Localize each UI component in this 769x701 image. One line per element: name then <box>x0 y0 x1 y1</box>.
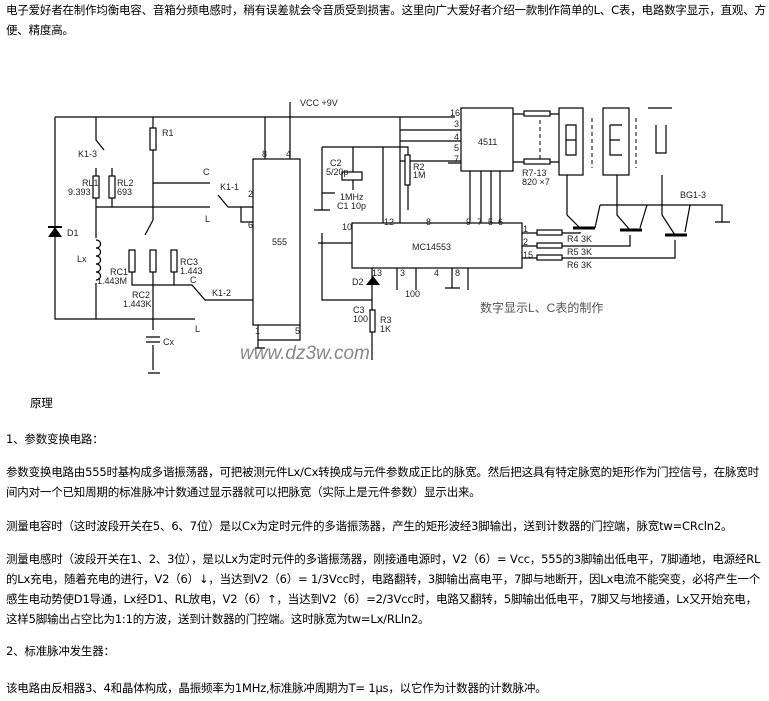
svg-text:100: 100 <box>405 289 420 299</box>
svg-text:Lx: Lx <box>77 254 87 264</box>
svg-text:R3: R3 <box>380 315 392 325</box>
svg-text:C: C <box>203 167 210 177</box>
svg-text:8: 8 <box>455 268 460 278</box>
svg-text:K1-3: K1-3 <box>78 149 97 159</box>
svg-text:1M: 1M <box>413 170 426 180</box>
svg-text:9.393: 9.393 <box>68 187 91 197</box>
svg-text:2: 2 <box>248 189 253 199</box>
section-1-paragraph-1: 参数变换电路由555时基构成多谐振荡器，可把被测元件Lx/Cx转换成与元件参数成… <box>6 465 759 499</box>
seven-segment-displays <box>539 107 672 176</box>
svg-text:4: 4 <box>434 268 439 278</box>
svg-text:R7-13: R7-13 <box>522 168 547 178</box>
svg-text:BG1-3: BG1-3 <box>680 190 706 200</box>
svg-text:1.443: 1.443 <box>180 266 203 276</box>
svg-text:1.443M: 1.443M <box>97 276 127 286</box>
svg-text:1.443K: 1.443K <box>123 299 152 309</box>
svg-text:RC2: RC2 <box>132 290 150 300</box>
svg-text:5: 5 <box>488 217 493 227</box>
svg-text:13: 13 <box>372 268 382 278</box>
svg-text:L: L <box>195 324 200 334</box>
section-1-paragraph-3: 测量电感时（波段开关在1、2、3位），是以Lx为定时元件的多谐振荡器，刚接通电源… <box>6 552 761 626</box>
svg-text:C2: C2 <box>330 158 342 168</box>
svg-text:RC1: RC1 <box>110 267 128 277</box>
svg-text:C3: C3 <box>353 305 365 315</box>
svg-text:16: 16 <box>450 108 460 118</box>
svg-text:K1-2: K1-2 <box>212 288 231 298</box>
svg-text:L: L <box>205 214 210 224</box>
intro-paragraph: 电子爱好者在制作均衡电容、音箱分频电感时，稍有误差就会令音质受到损害。这里向广大… <box>6 3 766 37</box>
svg-text:1: 1 <box>523 224 528 234</box>
svg-text:R5 3K: R5 3K <box>567 247 592 257</box>
svg-text:1K: 1K <box>380 324 391 334</box>
svg-text:4: 4 <box>454 132 459 142</box>
svg-text:3: 3 <box>454 119 459 129</box>
ic-555 <box>252 158 301 326</box>
svg-text:C: C <box>190 275 197 285</box>
svg-text:Cx: Cx <box>163 337 174 347</box>
svg-text:K1-1: K1-1 <box>220 182 239 192</box>
svg-text:RC3: RC3 <box>180 257 198 267</box>
svg-text:6: 6 <box>248 220 253 230</box>
svg-text:12: 12 <box>384 217 394 227</box>
svg-text:VCC +9V: VCC +9V <box>300 98 338 108</box>
section-1-title: 1、参数变换电路： <box>6 432 104 446</box>
svg-text:MC14553: MC14553 <box>412 242 451 252</box>
section-heading: 原理 <box>30 396 53 410</box>
svg-text:2: 2 <box>523 237 528 247</box>
svg-text:6: 6 <box>498 217 503 227</box>
svg-text:3: 3 <box>400 268 405 278</box>
svg-text:R6 3K: R6 3K <box>567 260 592 270</box>
svg-text:555: 555 <box>272 237 287 247</box>
svg-text:15: 15 <box>523 250 533 260</box>
svg-text:9: 9 <box>466 217 471 227</box>
diagram-caption: 数字显示L、C表的制作 <box>480 300 603 315</box>
svg-text:1MHz: 1MHz <box>340 192 364 202</box>
svg-text:R4 3K: R4 3K <box>567 234 592 244</box>
section-2-title: 2、标准脉冲发生器： <box>6 644 115 658</box>
svg-text:7: 7 <box>454 154 459 164</box>
svg-text:D2: D2 <box>352 277 364 287</box>
svg-text:5: 5 <box>295 326 300 336</box>
svg-text:5: 5 <box>454 143 459 153</box>
section-2-paragraph-1: 该电路由反相器3、4和晶体构成，晶振频率为1MHz,标准脉冲周期为T= 1μs，… <box>6 681 547 695</box>
components <box>48 107 687 343</box>
svg-text:100: 100 <box>353 314 368 324</box>
svg-text:4: 4 <box>286 149 291 159</box>
svg-text:10: 10 <box>342 222 352 232</box>
svg-text:1: 1 <box>255 326 260 336</box>
section-1-paragraph-2: 测量电容时（这时波段开关在5、6、7位）是以Cx为定时元件的多谐振荡器，产生的矩… <box>6 519 733 533</box>
svg-text:7: 7 <box>477 217 482 227</box>
ic-mc14553 <box>351 222 523 269</box>
svg-text:820 ×7: 820 ×7 <box>522 177 550 187</box>
svg-text:R2: R2 <box>413 162 425 172</box>
svg-text:RL2: RL2 <box>117 178 134 188</box>
svg-text:D1: D1 <box>67 228 79 238</box>
svg-text:5/20p: 5/20p <box>326 167 349 177</box>
svg-text:693: 693 <box>117 187 132 197</box>
watermark: www.dz3w.com <box>240 343 370 364</box>
svg-text:C1 10p: C1 10p <box>337 201 366 211</box>
svg-text:4511: 4511 <box>478 137 497 147</box>
ic-4511 <box>460 107 514 172</box>
svg-text:RL1: RL1 <box>82 178 99 188</box>
svg-text:R1: R1 <box>162 128 174 138</box>
svg-text:8: 8 <box>262 149 267 159</box>
svg-text:8: 8 <box>426 217 431 227</box>
